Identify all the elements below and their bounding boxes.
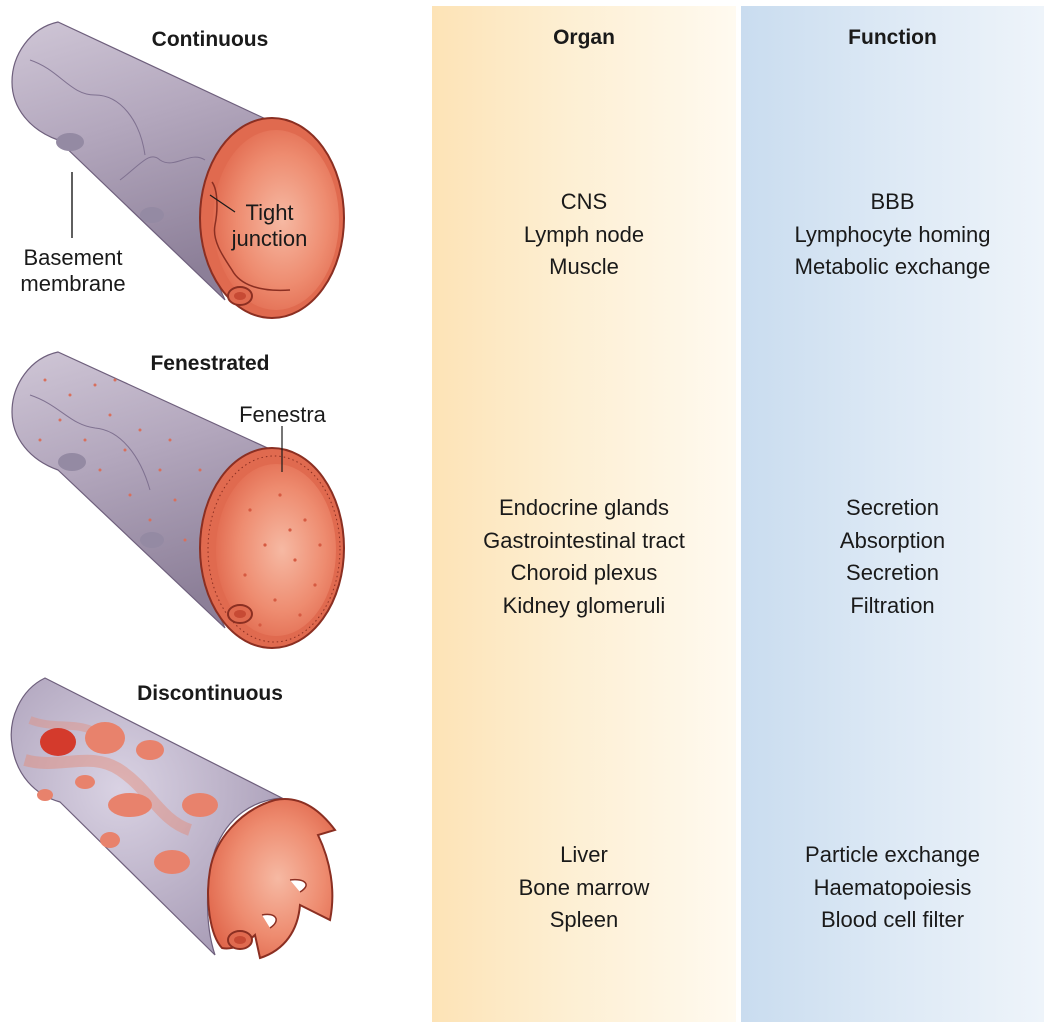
- list-item: Spleen: [549, 907, 619, 932]
- list-item: Lymph node: [523, 221, 645, 247]
- list-item: Endocrine glands: [498, 495, 669, 520]
- list-item: Muscle: [549, 254, 619, 279]
- list-item: Choroid plexus: [510, 560, 658, 585]
- vessel-title-fenestrated: Fenestrated: [150, 352, 270, 375]
- function-group-continuous: BBB Lymphocyte homing Metabolic exchange: [741, 186, 1044, 284]
- list-item: Absorption: [839, 527, 946, 553]
- list-item: Gastrointestinal tract: [483, 527, 685, 553]
- list-item: CNS: [560, 189, 608, 214]
- list-item: Bone marrow: [518, 874, 650, 900]
- fenestra-label: Fenestra: [239, 402, 326, 427]
- organ-group-continuous: CNS Lymph node Muscle: [432, 186, 736, 284]
- list-item: Haematopoiesis: [813, 874, 972, 900]
- organ-group-fenestrated: Endocrine glands Gastrointestinal tract …: [432, 492, 736, 622]
- list-item: Liver: [560, 842, 608, 867]
- function-column-background: [741, 6, 1044, 1022]
- function-group-fenestrated: Secretion Absorption Secretion Filtratio…: [741, 492, 1044, 622]
- vessel-illustrations: [10, 21, 345, 960]
- vessel-title-discontinuous: Discontinuous: [137, 682, 283, 705]
- function-header: Function: [848, 26, 937, 49]
- list-item: BBB: [870, 189, 915, 214]
- list-item: Filtration: [850, 592, 935, 618]
- organ-header: Organ: [553, 26, 615, 49]
- discontinuous-vessel: [10, 677, 337, 960]
- list-item: Metabolic exchange: [794, 254, 991, 279]
- continuous-vessel: [11, 21, 345, 319]
- organ-column-background: [432, 6, 736, 1022]
- list-item: Particle exchange: [805, 842, 980, 867]
- function-group-discontinuous: Particle exchange Haematopoiesis Blood c…: [741, 839, 1044, 937]
- list-item: Lymphocyte homing: [794, 221, 991, 247]
- list-item: Kidney glomeruli: [502, 592, 666, 618]
- list-item: Secretion: [846, 495, 939, 520]
- list-item: Secretion: [846, 560, 939, 585]
- tight-junction-label: Tight junction: [231, 200, 308, 251]
- basement-membrane-label: Basement membrane: [20, 245, 126, 296]
- fenestrated-vessel: [11, 351, 345, 649]
- organ-group-discontinuous: Liver Bone marrow Spleen: [432, 839, 736, 937]
- list-item: Blood cell filter: [820, 907, 965, 932]
- vessel-title-continuous: Continuous: [151, 28, 269, 51]
